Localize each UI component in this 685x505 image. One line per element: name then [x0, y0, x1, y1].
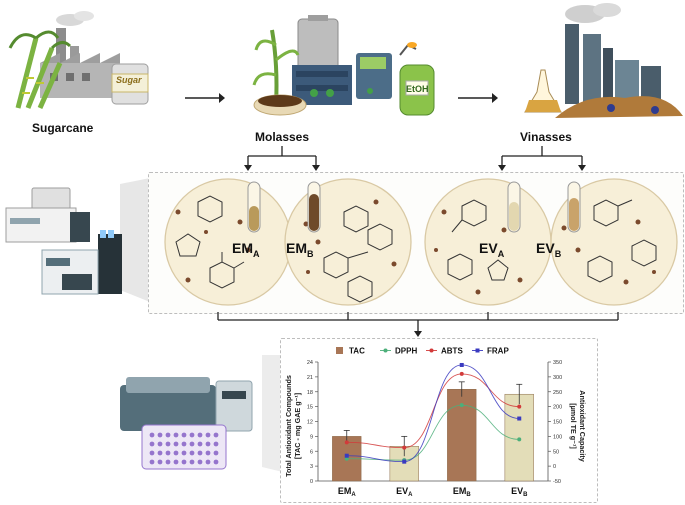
tac-bar: [447, 389, 477, 482]
merge-connector: [217, 312, 619, 337]
y-axis-left-label-line1: Total Antioxidant Compounds: [284, 375, 293, 477]
y-axis-right-label-line2: [µmol TE g⁻¹]: [569, 403, 578, 448]
y-left-tick-label: 18: [307, 390, 313, 396]
antioxidant-chart: TAC DPPH ABTS FRAP 0 3 6 9 12 15 18 21 24 -50 0 50 100 1…: [284, 347, 587, 499]
point-dpph: [459, 403, 464, 408]
sugarcane-label: Sugarcane: [32, 121, 94, 135]
sample-circles: [164, 178, 678, 306]
x-tick-label: EVA: [396, 486, 413, 498]
tac-bars: [332, 381, 534, 482]
y-left-tick-label: 6: [310, 449, 313, 455]
point-abts: [459, 371, 464, 376]
legend-marker-dpph: [383, 348, 388, 353]
capacity-lines: [344, 362, 522, 464]
y-left-tick-label: 12: [307, 420, 313, 426]
series-line-frap: [346, 364, 520, 463]
arrow-right-icon: [185, 93, 225, 103]
sample-label-emb: EMB: [286, 240, 314, 259]
y-right-tick-label: 350: [553, 360, 562, 366]
point-dpph: [517, 437, 522, 442]
point-abts: [402, 445, 407, 450]
y-left-tick-label: 21: [307, 375, 313, 381]
sugarcane-factory-illustration: [8, 11, 149, 110]
circle-emb: [284, 178, 412, 306]
circle-eva: [424, 178, 552, 306]
arrow-right-icon: [458, 93, 498, 103]
y-right-tick-label: 200: [553, 405, 562, 411]
plate-reader-illustration: [120, 355, 287, 473]
x-tick-label: EMB: [453, 486, 472, 498]
sample-label-ema: EMA: [232, 240, 260, 259]
y-left-tick-label: 15: [307, 405, 313, 411]
legend-swatch-tac: [336, 347, 343, 354]
point-abts: [517, 404, 522, 409]
sugar-can-label: Sugar: [116, 75, 142, 85]
legend-marker-frap: [475, 348, 480, 353]
chart-legend: TAC DPPH ABTS FRAP: [336, 347, 509, 356]
circle-ema: [164, 178, 292, 306]
y-right-tick-label: 150: [553, 420, 562, 426]
legend-label-frap: FRAP: [487, 347, 509, 356]
x-tick-label: EVB: [511, 486, 528, 498]
legend-label-dpph: DPPH: [395, 347, 417, 356]
y-right-tick-label: 300: [553, 375, 562, 381]
y-left-tick-label: 0: [310, 479, 313, 485]
split-connector-vinasses: [498, 146, 586, 171]
sample-label-eva: EVA: [479, 240, 505, 259]
y-axis-left-label-line2: [TAC - mg GAE g⁻¹]: [293, 393, 302, 459]
molasses-label: Molasses: [255, 130, 310, 144]
point-frap: [402, 459, 407, 464]
y-right-tick-label: 100: [553, 434, 562, 440]
y-right-tick-label: 50: [553, 449, 559, 455]
point-frap: [517, 416, 522, 421]
y-right-tick-label: 0: [553, 464, 556, 470]
molasses-plant-illustration: [252, 15, 435, 116]
sample-label-evb: EVB: [536, 240, 562, 259]
y-left-tick-label: 24: [307, 360, 313, 366]
split-connector-molasses: [244, 146, 320, 171]
y-axis-right-label-line1: Antioxidant Capacity: [578, 390, 587, 462]
point-abts: [344, 440, 349, 445]
legend-label-abts: ABTS: [441, 347, 463, 356]
point-frap: [344, 453, 349, 458]
lcms-instrument-illustration: [5, 178, 150, 302]
point-frap: [459, 362, 464, 367]
chart-axes: 0 3 6 9 12 15 18 21 24 -50 0 50 100 150 200 250 300 350: [307, 360, 562, 485]
y-right-tick-label: 250: [553, 390, 562, 396]
y-left-tick-label: 9: [310, 434, 313, 440]
legend-marker-abts: [429, 348, 434, 353]
circle-evb: [550, 178, 678, 306]
vinasses-refinery-illustration: [524, 3, 683, 118]
x-tick-labels: EMA EVA EMB EVB: [338, 486, 528, 498]
y-right-tick-label: -50: [553, 479, 561, 485]
legend-label-tac: TAC: [349, 347, 365, 356]
etoh-bottle-label: EtOH: [406, 84, 429, 94]
x-tick-label: EMA: [338, 486, 357, 498]
vinasses-label: Vinasses: [520, 130, 572, 144]
y-left-tick-label: 3: [310, 464, 313, 470]
series-line-abts: [346, 373, 520, 449]
